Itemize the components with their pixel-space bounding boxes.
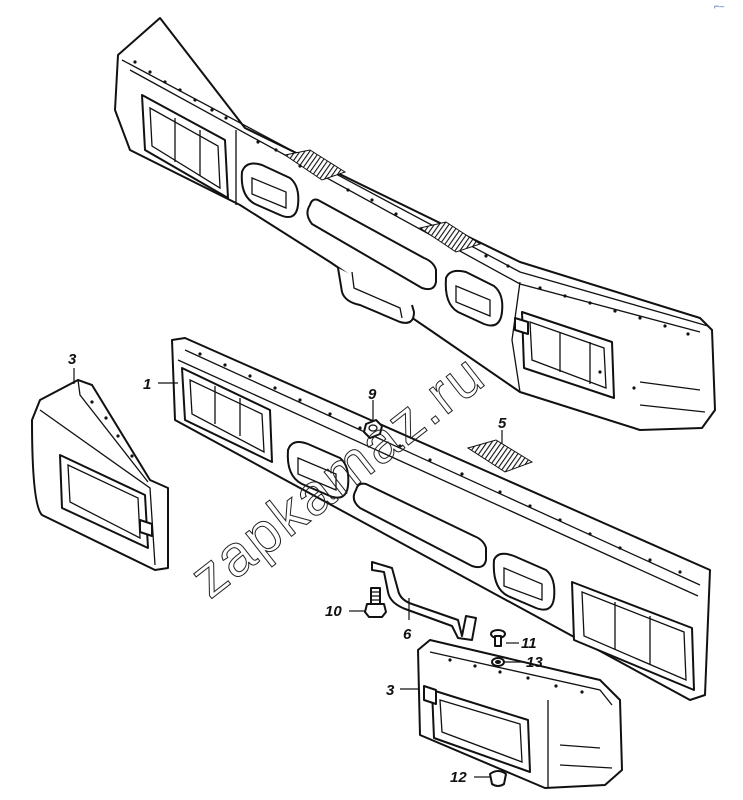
callout-5: 5 — [498, 415, 507, 432]
callout-9: 9 — [368, 386, 377, 403]
part-left-end-cap — [31, 379, 169, 571]
callout-6: 6 — [403, 626, 412, 643]
part-center-bar — [171, 337, 711, 701]
part-nut-9 — [363, 419, 383, 439]
part-step-pad — [466, 439, 534, 473]
callout-1: 1 — [143, 376, 151, 393]
part-bracket — [371, 561, 477, 641]
assembled-bumper — [114, 17, 716, 431]
callout-3-right: 3 — [386, 682, 395, 699]
part-screw-11 — [490, 629, 506, 647]
callout-11: 11 — [521, 635, 537, 652]
callout-10: 10 — [325, 603, 342, 620]
callout-13: 13 — [526, 654, 543, 671]
callout-3-left: 3 — [68, 351, 77, 368]
part-right-end-cap — [417, 639, 623, 789]
part-washer-13 — [491, 657, 505, 667]
part-clip-12 — [489, 770, 507, 787]
part-bolt-10 — [364, 587, 387, 618]
corner-mark: ⌐– — [714, 1, 724, 11]
callout-12: 12 — [450, 769, 467, 786]
